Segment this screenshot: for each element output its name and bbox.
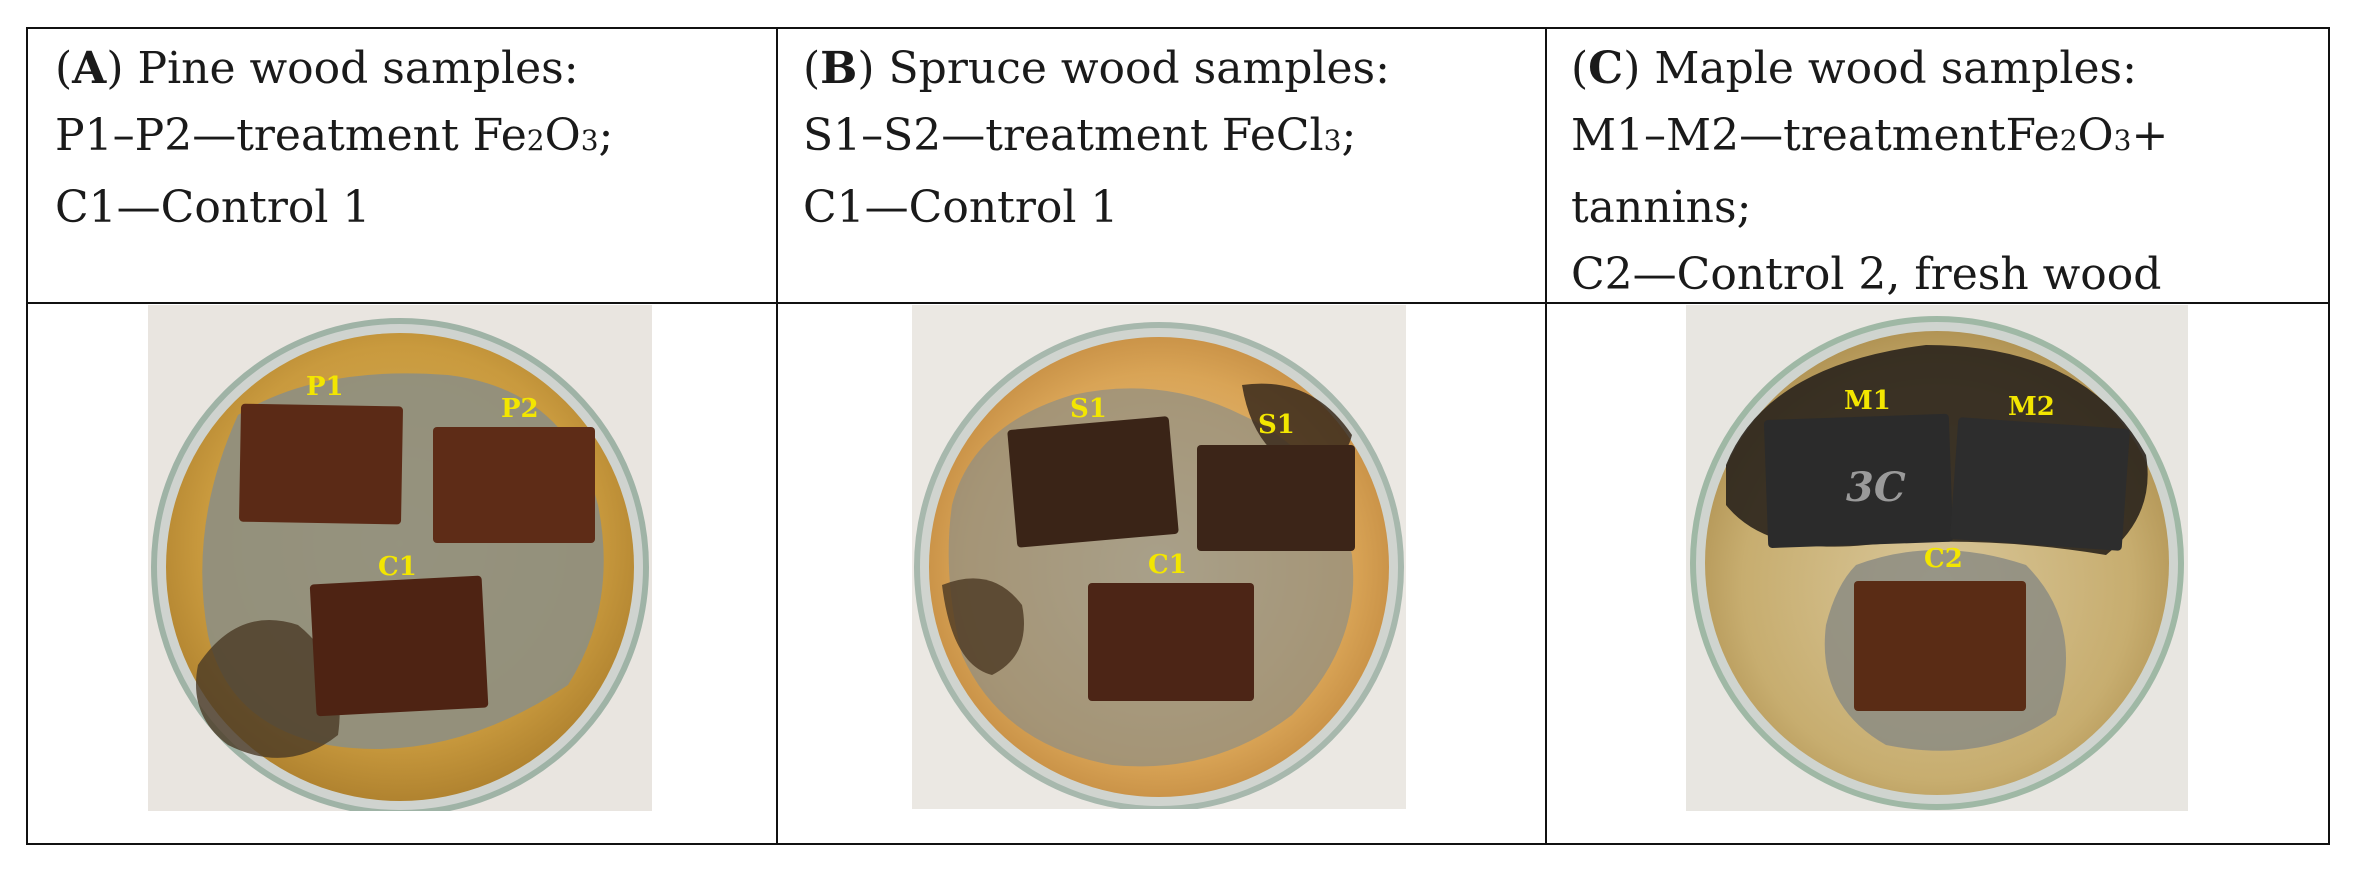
wood-sample bbox=[1088, 583, 1254, 701]
caption-title: ) Maple wood samples: bbox=[1623, 43, 2137, 94]
petri-dish-image: 3C M1 M2 C2 bbox=[1686, 305, 2188, 811]
caption-c-tannins-line: tannins; bbox=[1571, 182, 1752, 233]
caption-c: (C) Maple wood samples: M1–M2—treatmentF… bbox=[1571, 35, 2308, 308]
caption-a: (A) Pine wood samples: P1–P2—treatment F… bbox=[55, 35, 613, 241]
caption-c-title-line: (C) Maple wood samples: bbox=[1571, 43, 2137, 94]
column-divider bbox=[1545, 29, 1547, 843]
photo-maple-petri-dish: 3C M1 M2 C2 bbox=[1686, 305, 2188, 815]
caption-b-control-line: C1—Control 1 bbox=[803, 182, 1119, 233]
caption-title: ) Spruce wood samples: bbox=[857, 43, 1390, 94]
caption-b-title-line: (B) Spruce wood samples: bbox=[803, 43, 1390, 94]
sample-label: P2 bbox=[501, 394, 539, 424]
caption-a-treatment-line: P1–P2—treatment Fe2O3; bbox=[55, 110, 614, 161]
row-divider bbox=[28, 302, 2328, 304]
wood-sample bbox=[433, 427, 595, 543]
panel-letter: A bbox=[72, 43, 107, 94]
caption-a-control-line: C1—Control 1 bbox=[55, 182, 371, 233]
caption-b: (B) Spruce wood samples: S1–S2—treatment… bbox=[803, 35, 1390, 241]
sample-label: C2 bbox=[1924, 544, 1963, 574]
petri-dish-image: P1 P2 C1 bbox=[148, 305, 652, 816]
sample-label: S1 bbox=[1070, 394, 1107, 424]
sample-label: P1 bbox=[306, 372, 344, 402]
caption-title: ) Pine wood samples: bbox=[106, 43, 579, 94]
caption-c-treatment-line: M1–M2—treatmentFe2O3+ bbox=[1571, 110, 2169, 161]
sample-label: S1 bbox=[1258, 410, 1295, 440]
panel-letter: B bbox=[820, 43, 858, 94]
panel-letter: C bbox=[1588, 43, 1624, 94]
column-divider bbox=[776, 29, 778, 843]
photo-pine-petri-dish: P1 P2 C1 bbox=[148, 305, 652, 816]
caption-c-control-line: C2—Control 2, fresh wood bbox=[1571, 249, 2162, 300]
handwritten-mark: 3C bbox=[1846, 464, 1906, 511]
caption-a-title-line: (A) Pine wood samples: bbox=[55, 43, 579, 94]
sample-label: M2 bbox=[2008, 392, 2055, 422]
sample-label: C1 bbox=[1148, 550, 1187, 580]
wood-sample bbox=[1197, 445, 1355, 551]
wood-sample bbox=[1854, 581, 2026, 711]
petri-dish-image: S1 S1 C1 bbox=[912, 305, 1406, 812]
wood-sample bbox=[309, 575, 489, 717]
sample-label: C1 bbox=[378, 552, 417, 582]
photo-spruce-petri-dish: S1 S1 C1 bbox=[912, 305, 1406, 813]
wood-sample bbox=[239, 403, 403, 525]
wood-sample bbox=[1763, 413, 1954, 548]
sample-label: M1 bbox=[1844, 386, 1891, 416]
caption-b-treatment-line: S1–S2—treatment FeCl3; bbox=[803, 110, 1357, 161]
wood-sample bbox=[1950, 417, 2130, 551]
figure-table: (A) Pine wood samples: P1–P2—treatment F… bbox=[26, 27, 2330, 845]
wood-sample bbox=[1007, 416, 1179, 548]
